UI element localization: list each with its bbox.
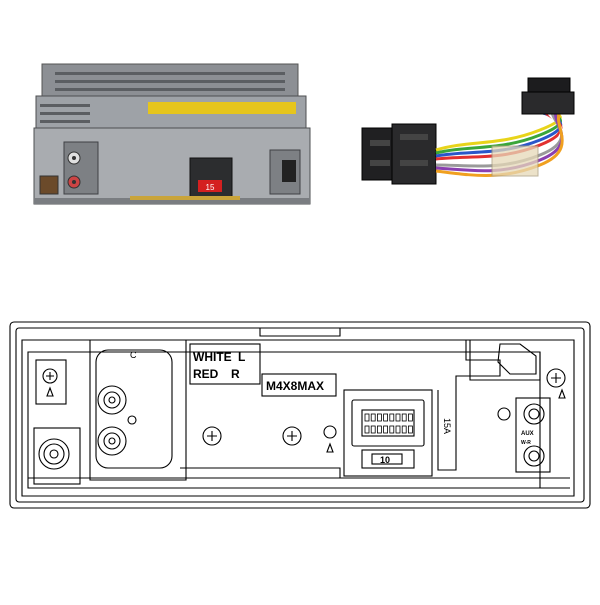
fuse-slot xyxy=(361,449,415,469)
label-red: RED xyxy=(193,367,219,381)
connector-pin xyxy=(376,425,382,434)
head-unit-photo: 15 xyxy=(33,63,311,205)
label-fuse-marker: 15A xyxy=(442,418,452,434)
photos-svg: 15 xyxy=(33,63,575,205)
screw-hole-right xyxy=(546,368,566,388)
connector-pin xyxy=(401,413,407,422)
label-white: WHITE xyxy=(193,350,232,364)
rca-jack-white xyxy=(97,385,127,415)
rca-jack-red xyxy=(97,426,127,456)
screw-center-left xyxy=(202,426,222,446)
connector-pin xyxy=(364,425,370,434)
antenna-jack xyxy=(38,438,70,470)
label-rca-marker: C xyxy=(130,350,137,360)
connector-pin xyxy=(407,413,413,422)
screw-hole-left xyxy=(42,368,58,384)
connector-pin xyxy=(383,413,389,422)
iso-connector-right xyxy=(391,123,437,185)
aux-jack xyxy=(523,403,545,425)
connector-pin xyxy=(376,413,382,422)
label-aux: AUX xyxy=(521,431,534,437)
rca-label-box xyxy=(189,343,261,385)
label-red-channel: R xyxy=(231,367,240,381)
rear-panel-drawing: WHITE L RED R M4X8MAX C 10 15A AUX W-R xyxy=(0,300,600,600)
connector-pin xyxy=(364,413,370,422)
drawing-svg: WHITE L RED R M4X8MAX C 10 15A AUX W-R xyxy=(9,321,591,509)
connector-pin xyxy=(407,425,413,434)
connector-pin xyxy=(389,413,395,422)
connector-pin xyxy=(401,425,407,434)
photo-area: 15 xyxy=(0,0,600,300)
connector-pin xyxy=(395,413,401,422)
label-white-channel: L xyxy=(238,350,245,364)
fuse-sticker xyxy=(198,180,222,192)
connector-pins xyxy=(364,413,413,434)
harness-wire xyxy=(435,111,564,177)
fuse-sticker-text: 15 xyxy=(206,183,215,192)
screw-label-box xyxy=(261,373,337,397)
wr-jack xyxy=(523,445,545,467)
connector-pin xyxy=(370,413,376,422)
main-connector xyxy=(343,389,433,477)
aux-block xyxy=(515,397,551,473)
vent-slots xyxy=(40,72,285,123)
label-fuse-value: 10 xyxy=(380,455,390,465)
warning-sticker xyxy=(148,102,296,114)
rca-block xyxy=(95,349,173,469)
right-tab xyxy=(497,343,537,375)
connector-pin xyxy=(370,425,376,434)
wiring-harness-photo xyxy=(361,77,575,185)
label-screw-spec: M4X8MAX xyxy=(266,379,324,393)
outer-frame xyxy=(9,321,591,509)
connector-pin xyxy=(395,425,401,434)
connector-pin xyxy=(383,425,389,434)
connector-pin xyxy=(389,425,395,434)
screw-center-right xyxy=(282,426,302,446)
label-aux-sub: W-R xyxy=(521,440,531,446)
